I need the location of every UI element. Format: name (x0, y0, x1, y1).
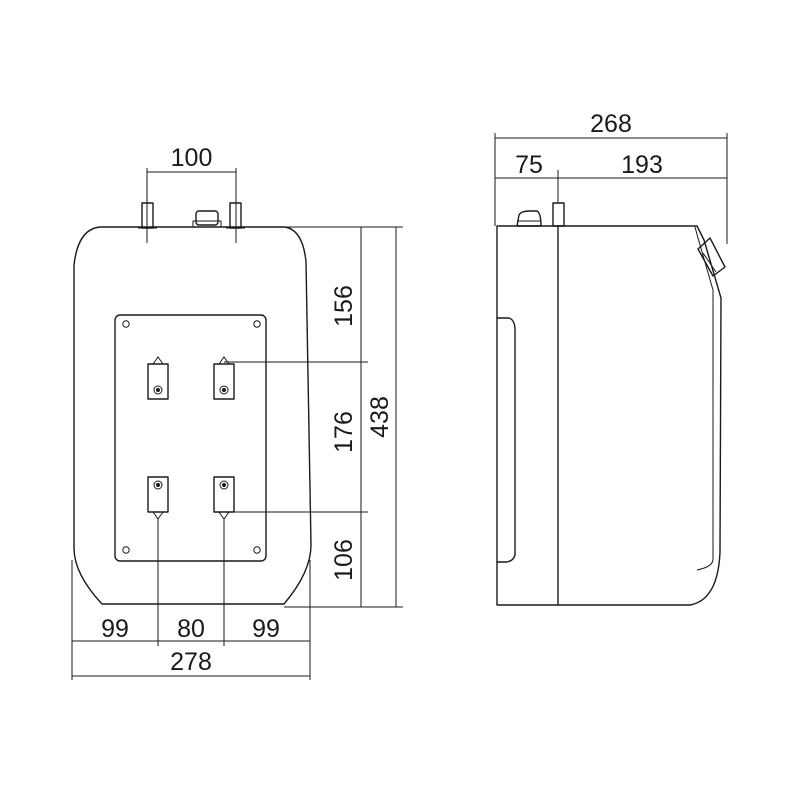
upper-left-slot (147, 356, 169, 400)
upper-right-slot (213, 356, 235, 400)
plate-screw-tr (253, 320, 261, 328)
plate-screw-br (253, 546, 261, 554)
dim-label-total-height: 438 (366, 396, 394, 438)
dim-label-holes-to-bottom: 106 (330, 539, 358, 581)
plate-screw-tl (122, 320, 130, 328)
front-housing-outline (73, 226, 312, 605)
dim-label-pipe-to-front: 193 (621, 151, 663, 179)
dim-label-pipe-spacing: 100 (171, 144, 213, 172)
dim-label-hole-to-right: 99 (252, 615, 280, 643)
dim-label-total-width: 278 (170, 648, 212, 676)
side-top-connector (516, 210, 542, 227)
dim-label-hole-height: 176 (330, 411, 358, 453)
side-view: 268 75 193 (494, 110, 728, 606)
dim-label-left-to-hole: 99 (101, 615, 129, 643)
side-housing-outline (496, 225, 722, 606)
dim-label-hole-spacing: 80 (177, 615, 205, 643)
top-connector (195, 210, 219, 226)
side-control-knob (697, 237, 726, 277)
plate-screw-bl (122, 546, 130, 554)
mounting-plate (114, 314, 267, 562)
front-view: 100 156 176 106 438 99 80 99 278 (71, 144, 403, 680)
side-pipe (552, 202, 565, 227)
dim-label-top-to-holes: 156 (330, 285, 358, 327)
side-rear-recess (496, 317, 516, 563)
lower-left-slot (147, 476, 169, 520)
lower-right-slot (213, 476, 235, 520)
dim-pipe-spacing: 100 (146, 144, 237, 243)
dim-label-rear-to-pipe: 75 (515, 151, 543, 179)
dim-label-total-depth: 268 (590, 110, 632, 138)
side-front-line (694, 226, 714, 571)
